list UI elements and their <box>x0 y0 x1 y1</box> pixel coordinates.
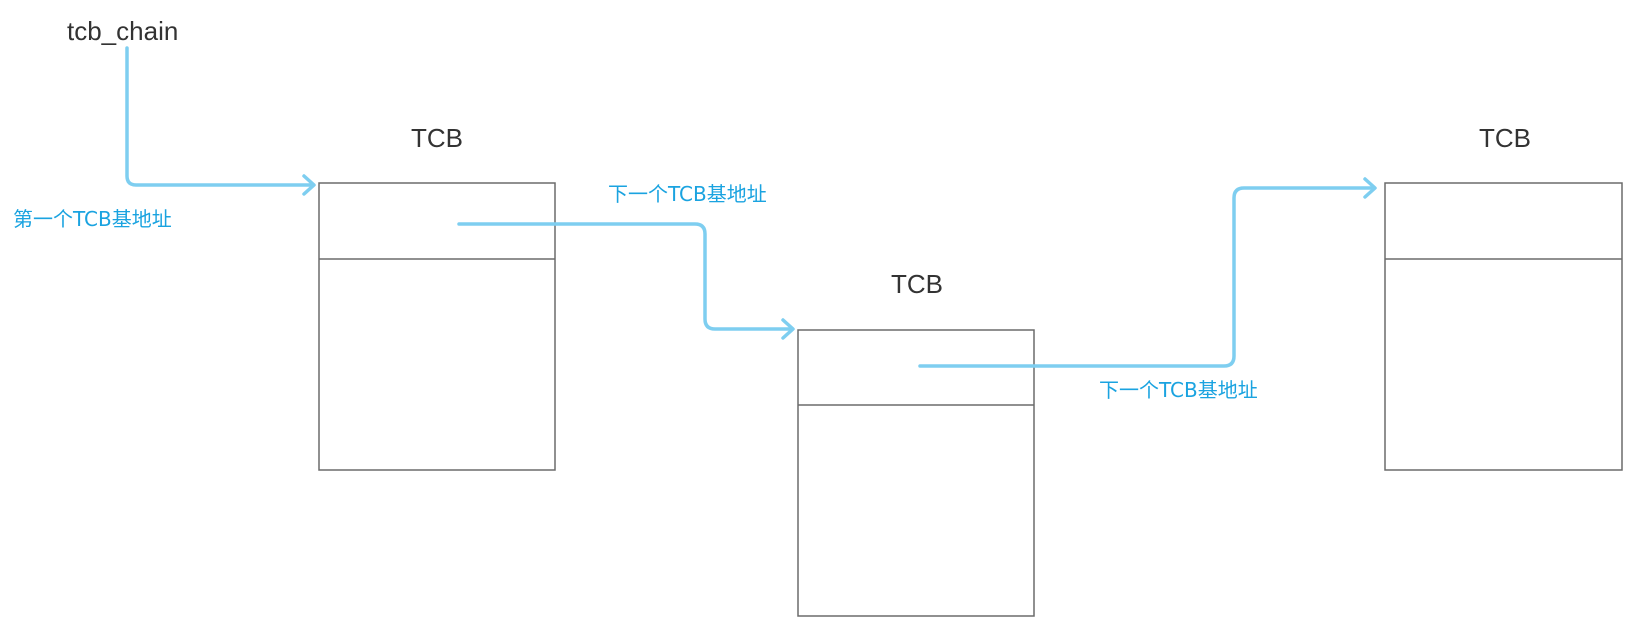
tcb-node-1-box <box>318 182 556 471</box>
tcb-node-1: TCB <box>318 123 556 471</box>
arrow-tcb-2-to-tcb-3 <box>918 177 1377 368</box>
tcb-chain-label: tcb_chain <box>67 16 178 46</box>
edge-label-first-tcb-address: 第一个TCB基地址 <box>13 207 172 231</box>
tcb-node-3-title: TCB <box>1479 123 1531 153</box>
tcb-node-2-title: TCB <box>891 269 943 299</box>
arrow-root-to-tcb-1 <box>125 46 316 196</box>
tcb-node-3-box <box>1384 182 1623 471</box>
arrowhead-icon <box>302 174 316 196</box>
tcb-node-2: TCB <box>797 269 1035 617</box>
tcb-node-1-title: TCB <box>411 123 463 153</box>
tcb-node-2-box <box>797 329 1035 617</box>
edge-label-next-tcb-address-2: 下一个TCB基地址 <box>1099 378 1258 402</box>
arrowhead-icon <box>781 318 795 340</box>
edge-label-next-tcb-address-1: 下一个TCB基地址 <box>608 182 767 206</box>
tcb-node-3: TCB <box>1384 123 1623 471</box>
arrowhead-icon <box>1363 177 1377 199</box>
arrow-tcb-1-to-tcb-2 <box>457 222 795 340</box>
